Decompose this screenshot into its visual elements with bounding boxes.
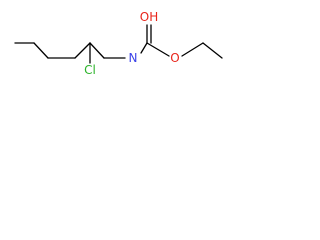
chlorine-label: Cl [84,63,96,77]
bond-o-c8 [181,42,204,57]
bond-c5-c6 [89,42,105,59]
bond-c4-c5 [74,42,91,59]
bond-n-c7 [140,42,148,54]
bond-c2-c3 [33,42,49,59]
bond-c8-c9 [202,42,223,59]
carbamate-structure: Cl N OH O [14,10,223,77]
bond-c7-o [146,42,170,57]
hydroxyl-label: OH [140,10,158,24]
ether-oxygen-label: O [170,51,179,65]
nitrogen-label: N [129,51,138,65]
